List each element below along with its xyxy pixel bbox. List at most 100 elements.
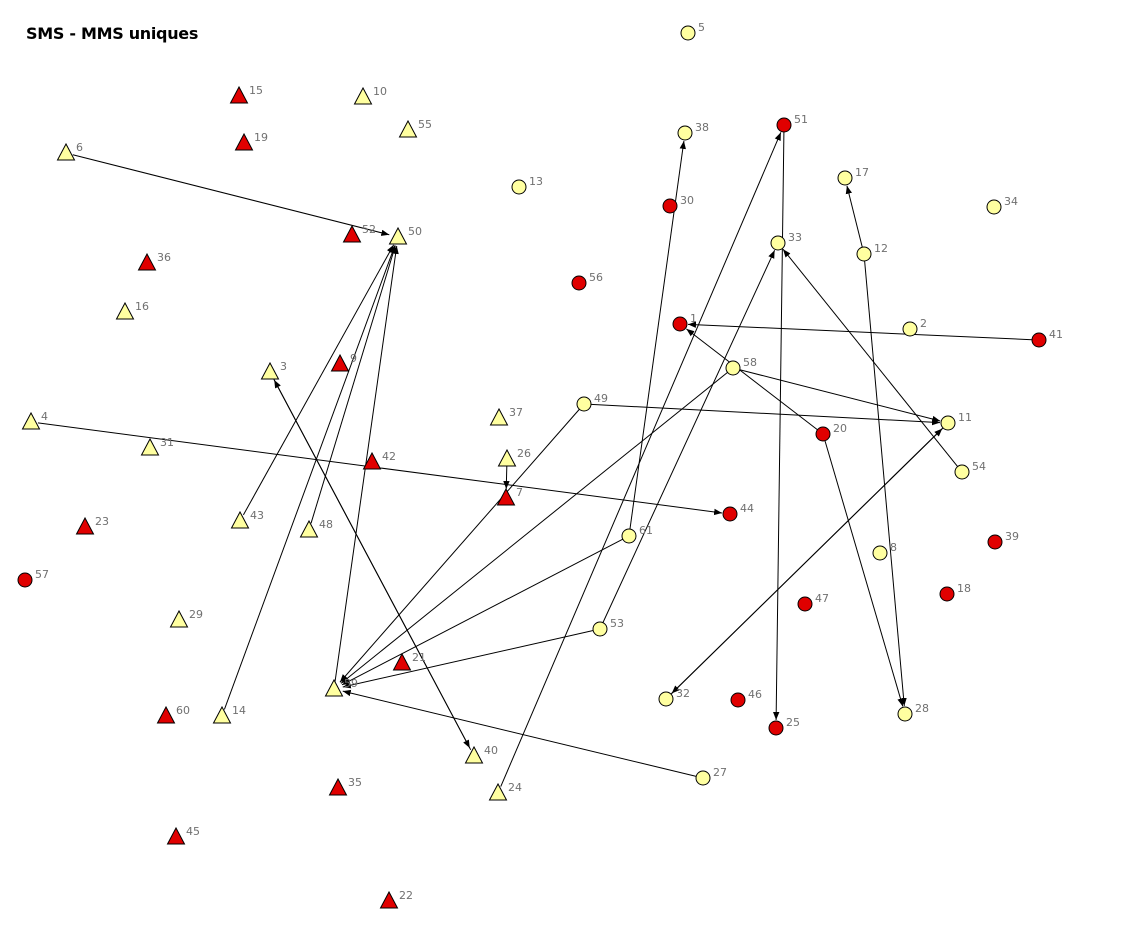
node-20[interactable]: 20 xyxy=(815,422,847,442)
node-2[interactable]: 2 xyxy=(902,317,927,337)
node-9[interactable]: 9 xyxy=(330,352,358,372)
node-14[interactable]: 14 xyxy=(212,704,247,724)
node-6[interactable]: 6 xyxy=(56,141,84,161)
node-label: 37 xyxy=(509,406,523,419)
edge-41-to-1 xyxy=(687,321,1033,341)
node-43[interactable]: 43 xyxy=(230,509,265,529)
node-17[interactable]: 17 xyxy=(837,166,869,186)
node-triangle-marker xyxy=(166,826,186,845)
node-28[interactable]: 28 xyxy=(897,702,929,722)
node-label: 15 xyxy=(249,84,263,97)
node-36[interactable]: 36 xyxy=(137,251,172,271)
node-triangle-marker xyxy=(229,85,249,104)
node-label: 2 xyxy=(920,317,927,330)
node-circle-marker xyxy=(939,586,955,602)
node-12[interactable]: 12 xyxy=(856,242,888,262)
node-29[interactable]: 29 xyxy=(169,608,204,628)
node-label: 53 xyxy=(610,617,624,630)
node-label: 14 xyxy=(232,704,246,717)
node-circle-marker xyxy=(776,117,792,133)
node-47[interactable]: 47 xyxy=(797,592,829,612)
node-46[interactable]: 46 xyxy=(730,688,762,708)
node-30[interactable]: 30 xyxy=(662,194,694,214)
edge-12-to-17 xyxy=(845,185,863,248)
node-39[interactable]: 39 xyxy=(987,530,1019,550)
node-label: 61 xyxy=(639,524,653,537)
node-circle-marker xyxy=(768,720,784,736)
node-1[interactable]: 1 xyxy=(672,312,697,332)
node-7[interactable]: 7 xyxy=(496,486,524,506)
node-60[interactable]: 60 xyxy=(156,704,191,724)
node-59[interactable]: 59 xyxy=(324,677,359,697)
edge-12-to-28 xyxy=(864,260,907,707)
node-56[interactable]: 56 xyxy=(571,271,603,291)
node-25[interactable]: 25 xyxy=(768,716,800,736)
node-22[interactable]: 22 xyxy=(379,889,414,909)
node-45[interactable]: 45 xyxy=(166,825,201,845)
node-50[interactable]: 50 xyxy=(388,225,423,245)
node-23[interactable]: 23 xyxy=(75,515,110,535)
node-triangle-marker xyxy=(156,705,176,724)
node-44[interactable]: 44 xyxy=(722,502,754,522)
node-label: 7 xyxy=(516,486,523,499)
node-32[interactable]: 32 xyxy=(658,687,690,707)
node-16[interactable]: 16 xyxy=(115,300,150,320)
node-55[interactable]: 55 xyxy=(398,118,433,138)
edge-14-to-50 xyxy=(223,245,396,710)
node-label: 39 xyxy=(1005,530,1019,543)
node-31[interactable]: 31 xyxy=(140,436,175,456)
node-label: 60 xyxy=(176,704,190,717)
node-13[interactable]: 13 xyxy=(511,175,543,195)
node-label: 59 xyxy=(344,677,358,690)
node-circle-marker xyxy=(954,464,970,480)
node-11[interactable]: 11 xyxy=(940,411,972,431)
node-10[interactable]: 10 xyxy=(353,85,388,105)
node-51[interactable]: 51 xyxy=(776,113,808,133)
node-19[interactable]: 19 xyxy=(234,131,269,151)
node-27[interactable]: 27 xyxy=(695,766,727,786)
node-54[interactable]: 54 xyxy=(954,460,986,480)
node-circle-marker xyxy=(722,506,738,522)
node-circle-marker xyxy=(662,198,678,214)
node-5[interactable]: 5 xyxy=(680,21,705,41)
node-38[interactable]: 38 xyxy=(677,121,709,141)
node-48[interactable]: 48 xyxy=(299,518,334,538)
node-42[interactable]: 42 xyxy=(362,450,397,470)
node-26[interactable]: 26 xyxy=(497,447,532,467)
node-label: 34 xyxy=(1004,195,1018,208)
node-label: 32 xyxy=(676,687,690,700)
node-53[interactable]: 53 xyxy=(592,617,624,637)
node-58[interactable]: 58 xyxy=(725,356,757,376)
node-label: 35 xyxy=(348,776,362,789)
node-circle-marker xyxy=(17,572,33,588)
node-circle-marker xyxy=(837,170,853,186)
node-40[interactable]: 40 xyxy=(464,744,499,764)
edge-24-to-51 xyxy=(500,132,782,787)
edge-51-to-25 xyxy=(773,131,785,721)
node-34[interactable]: 34 xyxy=(986,195,1018,215)
node-18[interactable]: 18 xyxy=(939,582,971,602)
node-label: 1 xyxy=(690,312,697,325)
edge-20-to-1 xyxy=(686,328,818,431)
node-8[interactable]: 8 xyxy=(872,541,897,561)
node-circle-marker xyxy=(576,396,592,412)
node-circle-marker xyxy=(940,415,956,431)
node-49[interactable]: 49 xyxy=(576,392,608,412)
node-3[interactable]: 3 xyxy=(260,360,288,380)
node-33[interactable]: 33 xyxy=(770,231,802,251)
node-21[interactable]: 21 xyxy=(392,651,427,671)
edge-53-to-33 xyxy=(602,250,776,623)
node-4[interactable]: 4 xyxy=(21,410,49,430)
node-37[interactable]: 37 xyxy=(489,406,524,426)
node-15[interactable]: 15 xyxy=(229,84,264,104)
node-57[interactable]: 57 xyxy=(17,568,49,588)
node-35[interactable]: 35 xyxy=(328,776,363,796)
node-61[interactable]: 61 xyxy=(621,524,653,544)
node-label: 45 xyxy=(186,825,200,838)
node-24[interactable]: 24 xyxy=(488,781,523,801)
edge-48-to-50 xyxy=(310,245,397,524)
edge-58-to-11 xyxy=(739,369,941,423)
node-41[interactable]: 41 xyxy=(1031,328,1063,348)
node-label: 19 xyxy=(254,131,268,144)
node-52[interactable]: 52 xyxy=(342,223,377,243)
